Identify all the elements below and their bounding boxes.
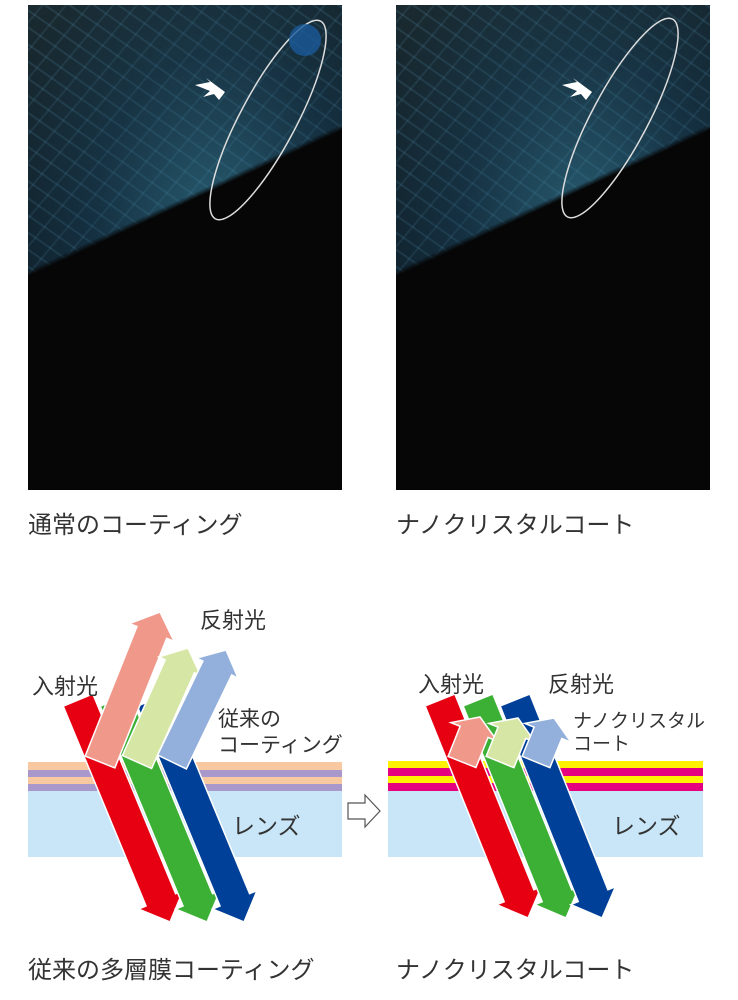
reflected-blue-arrow-left	[156, 649, 240, 770]
label-incident-left: 入射光	[32, 675, 98, 700]
label-coating-right-1: ナノクリスタル	[573, 710, 705, 732]
label-lens-left: レンズ	[232, 814, 301, 840]
pointer-arrow-left-icon	[195, 78, 225, 100]
ghost-highlight-right	[561, 17, 679, 219]
label-reflected-left: 反射光	[200, 609, 266, 634]
photo-nano-crystal-coat	[396, 5, 710, 490]
caption-nano-photo: ナノクリスタルコート	[396, 511, 635, 539]
pointer-arrow-right-icon	[562, 78, 592, 100]
reflected-red-arrow-left	[84, 611, 176, 769]
ghost-highlight-left	[209, 19, 327, 221]
reflected-green-arrow-right	[485, 717, 538, 769]
label-coating-right-2: コート	[573, 733, 630, 755]
label-incident-right: 入射光	[418, 673, 484, 698]
label-lens-right: レンズ	[612, 814, 681, 840]
next-arrow-icon	[347, 793, 381, 829]
label-coating-left-2: コーティング	[218, 733, 343, 757]
photo-conventional-coating	[28, 5, 342, 490]
reflected-blue-arrow-right	[521, 717, 574, 769]
reflected-green-arrow-left	[121, 647, 203, 770]
label-reflected-right: 反射光	[548, 673, 614, 698]
label-coating-left-1: 従来の	[218, 707, 281, 731]
caption-nano-diagram: ナノクリスタルコート	[396, 956, 635, 984]
reflected-red-arrow-right	[447, 716, 500, 769]
caption-conventional-diagram: 従来の多層膜コーティング	[28, 956, 315, 984]
caption-conventional-photo: 通常のコーティング	[28, 511, 243, 539]
